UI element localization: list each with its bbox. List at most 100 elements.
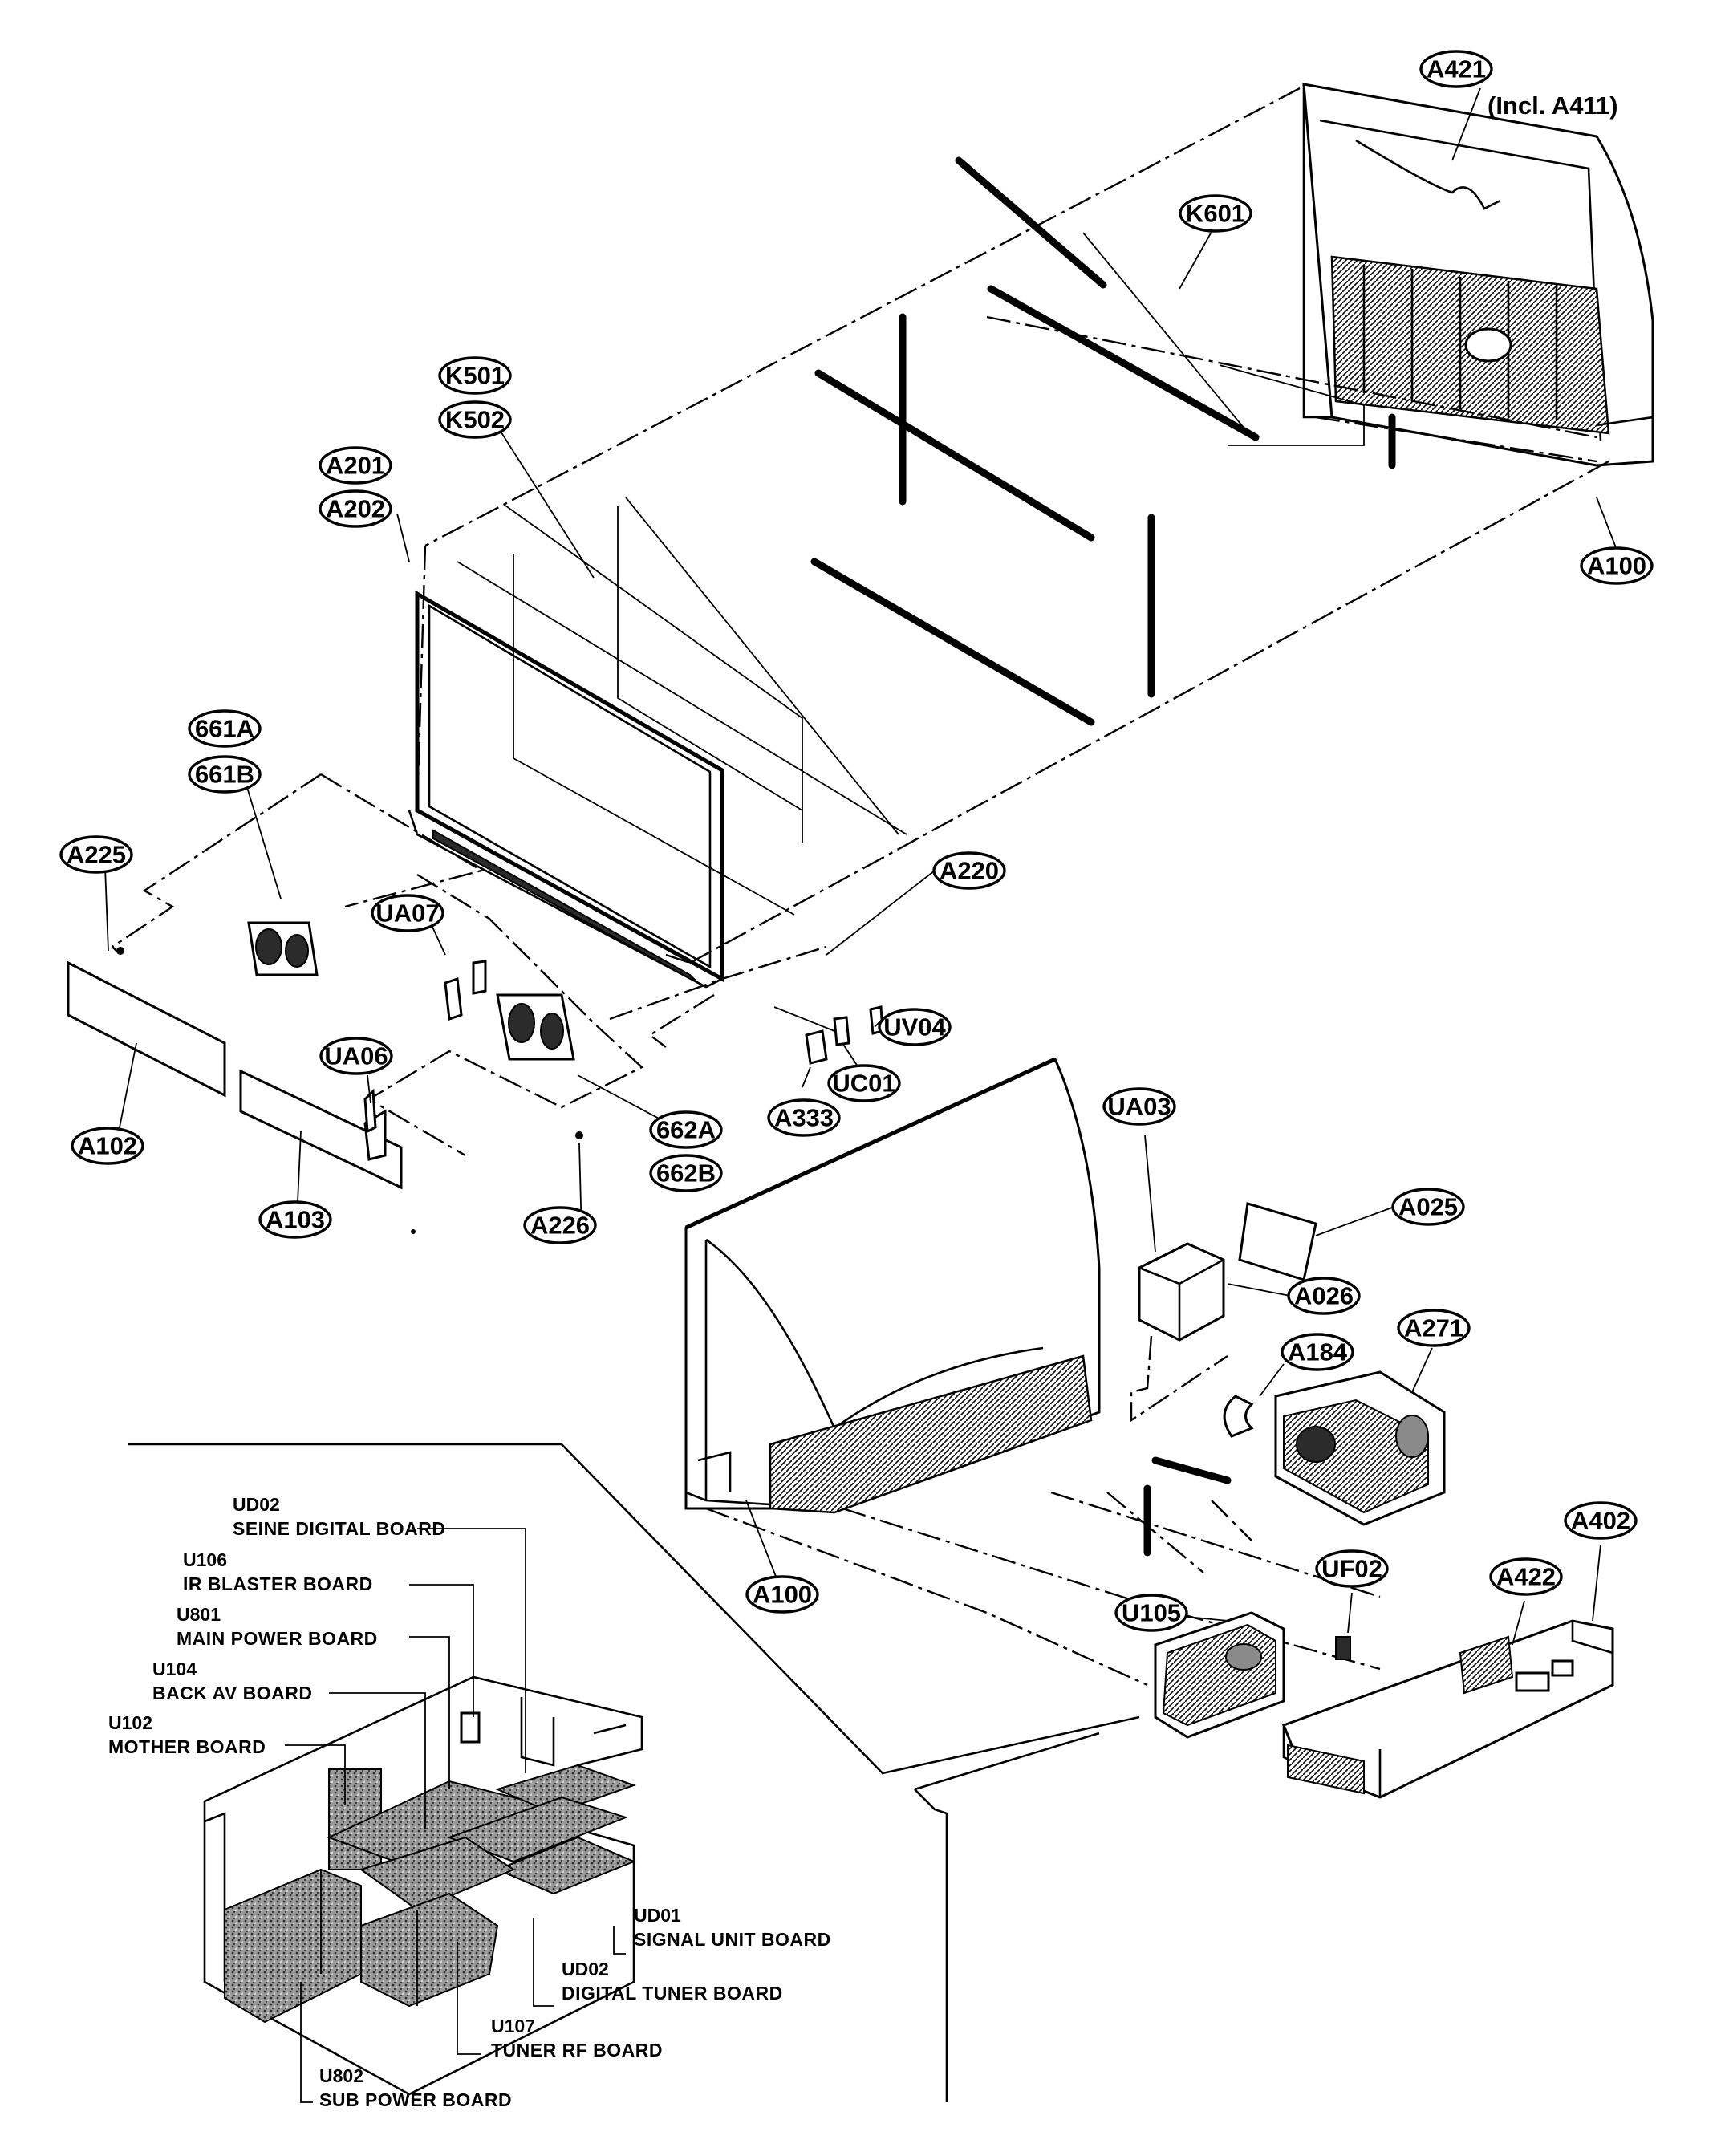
svg-text:DIGITAL TUNER BOARD: DIGITAL TUNER BOARD <box>562 1983 783 2004</box>
svg-text:UD02: UD02 <box>562 1959 609 1979</box>
svg-text:U802: U802 <box>319 2065 363 2086</box>
svg-text:K601: K601 <box>1186 200 1245 228</box>
callout-uc01: UC01 <box>827 1064 901 1102</box>
small-brackets <box>444 960 884 1065</box>
front-panel-outline <box>112 773 827 1157</box>
svg-text:A422: A422 <box>1496 1563 1556 1591</box>
callout-a333: A333 <box>767 1098 841 1137</box>
callout-662a: 662A <box>649 1110 723 1149</box>
speaker-661 <box>247 921 319 976</box>
board-label-u801: U801 MAIN POWER BOARD <box>177 1604 378 1649</box>
svg-text:A220: A220 <box>940 857 999 885</box>
svg-text:A225: A225 <box>67 841 126 869</box>
callout-ua03: UA03 <box>1102 1087 1176 1126</box>
callout-k502: K502 <box>438 400 512 439</box>
callout-a421: A421 <box>1419 50 1493 88</box>
svg-text:UV04: UV04 <box>883 1013 946 1041</box>
svg-text:U107: U107 <box>491 2016 535 2036</box>
svg-text:U105: U105 <box>1122 1599 1181 1627</box>
svg-text:A102: A102 <box>78 1132 137 1160</box>
svg-text:UF02: UF02 <box>1321 1555 1382 1583</box>
callout-661a: 661A <box>188 709 262 748</box>
callout-a225: A225 <box>59 835 133 874</box>
callout-a402: A402 <box>1564 1501 1638 1540</box>
svg-text:A103: A103 <box>266 1206 325 1234</box>
callout-uf02: UF02 <box>1315 1549 1389 1588</box>
svg-text:SEINE DIGITAL BOARD: SEINE DIGITAL BOARD <box>233 1518 446 1539</box>
svg-text:UD01: UD01 <box>634 1905 681 1926</box>
svg-text:A402: A402 <box>1571 1507 1630 1535</box>
callout-a421-note: (Incl. A411) <box>1488 91 1618 120</box>
svg-text:UA03: UA03 <box>1107 1093 1171 1121</box>
svg-text:661B: 661B <box>195 761 254 789</box>
callout-a026: A026 <box>1287 1277 1361 1315</box>
board-label-ud02-seine: UD02 SEINE DIGITAL BOARD <box>233 1494 446 1539</box>
svg-text:A025: A025 <box>1398 1193 1458 1221</box>
svg-text:SIGNAL UNIT BOARD: SIGNAL UNIT BOARD <box>634 1929 831 1950</box>
callout-u105: U105 <box>1114 1594 1188 1632</box>
board-label-u802: U802 SUB POWER BOARD <box>319 2065 512 2110</box>
lower-cabinet <box>684 1057 1101 1514</box>
svg-text:A421: A421 <box>1427 55 1486 83</box>
speaker-662 <box>496 993 575 1061</box>
callout-ua06: UA06 <box>319 1037 393 1075</box>
callout-leaders <box>103 87 1617 1646</box>
svg-text:SUB POWER BOARD: SUB POWER BOARD <box>319 2089 512 2110</box>
board-label-u102: U102 MOTHER BOARD <box>108 1712 266 1757</box>
svg-text:A226: A226 <box>530 1212 590 1240</box>
callout-uv04: UV04 <box>878 1008 952 1046</box>
board-label-ud01: UD01 SIGNAL UNIT BOARD <box>634 1905 831 1950</box>
svg-text:K502: K502 <box>445 406 505 434</box>
svg-text:TUNER RF BOARD: TUNER RF BOARD <box>491 2040 663 2061</box>
callout-a202: A202 <box>319 489 392 528</box>
svg-text:A333: A333 <box>774 1104 834 1132</box>
inset-frame <box>128 1443 1140 2102</box>
callout-a100-top: A100 <box>1580 546 1654 585</box>
rear-cabinet-a421 <box>1302 83 1654 467</box>
u105-board <box>1154 1611 1351 1739</box>
callout-661b: 661B <box>188 755 262 794</box>
svg-text:A100: A100 <box>753 1581 812 1609</box>
svg-text:662B: 662B <box>656 1159 716 1188</box>
svg-text:U104: U104 <box>152 1659 197 1679</box>
svg-text:UA06: UA06 <box>324 1042 388 1070</box>
svg-text:UC01: UC01 <box>832 1070 895 1098</box>
inset-leaders <box>285 1528 626 2103</box>
callout-a102: A102 <box>71 1127 144 1165</box>
callout-a220: A220 <box>932 851 1006 890</box>
callout-a226: A226 <box>523 1206 597 1244</box>
callout-a271: A271 <box>1397 1309 1471 1347</box>
svg-text:MAIN POWER BOARD: MAIN POWER BOARD <box>177 1628 378 1649</box>
projector-engine <box>1211 1370 1446 1541</box>
callout-k501: K501 <box>438 356 512 395</box>
svg-text:A184: A184 <box>1288 1338 1348 1366</box>
board-label-ud02-digital-tuner: UD02 DIGITAL TUNER BOARD <box>562 1959 783 2004</box>
svg-text:A026: A026 <box>1294 1282 1354 1310</box>
back-cover-a402 <box>1282 1619 1614 1799</box>
svg-text:K501: K501 <box>445 362 505 390</box>
frame-rails <box>810 156 1396 726</box>
svg-text:IR BLASTER BOARD: IR BLASTER BOARD <box>183 1573 373 1594</box>
svg-text:UA07: UA07 <box>375 899 439 928</box>
board-label-u107: U107 TUNER RF BOARD <box>491 2016 663 2061</box>
ua03-assembly <box>1130 1202 1317 1423</box>
svg-text:MOTHER BOARD: MOTHER BOARD <box>108 1736 266 1757</box>
svg-text:A271: A271 <box>1404 1314 1463 1342</box>
svg-text:U801: U801 <box>177 1604 221 1625</box>
svg-text:A100: A100 <box>1587 552 1646 580</box>
board-label-u106: U106 IR BLASTER BOARD <box>183 1549 373 1594</box>
callout-a025: A025 <box>1391 1188 1465 1226</box>
svg-text:A201: A201 <box>326 452 385 480</box>
svg-text:661A: 661A <box>195 715 254 743</box>
callout-a422: A422 <box>1489 1557 1563 1596</box>
callout-ua07: UA07 <box>371 894 444 932</box>
svg-text:U102: U102 <box>108 1712 152 1733</box>
front-strips <box>67 947 583 1234</box>
svg-text:BACK AV BOARD: BACK AV BOARD <box>152 1683 312 1703</box>
svg-text:662A: 662A <box>656 1116 716 1144</box>
callout-a201: A201 <box>319 446 392 485</box>
callout-a103: A103 <box>258 1200 332 1239</box>
screen-frame <box>408 497 907 989</box>
board-layout-inset <box>203 1675 643 2096</box>
